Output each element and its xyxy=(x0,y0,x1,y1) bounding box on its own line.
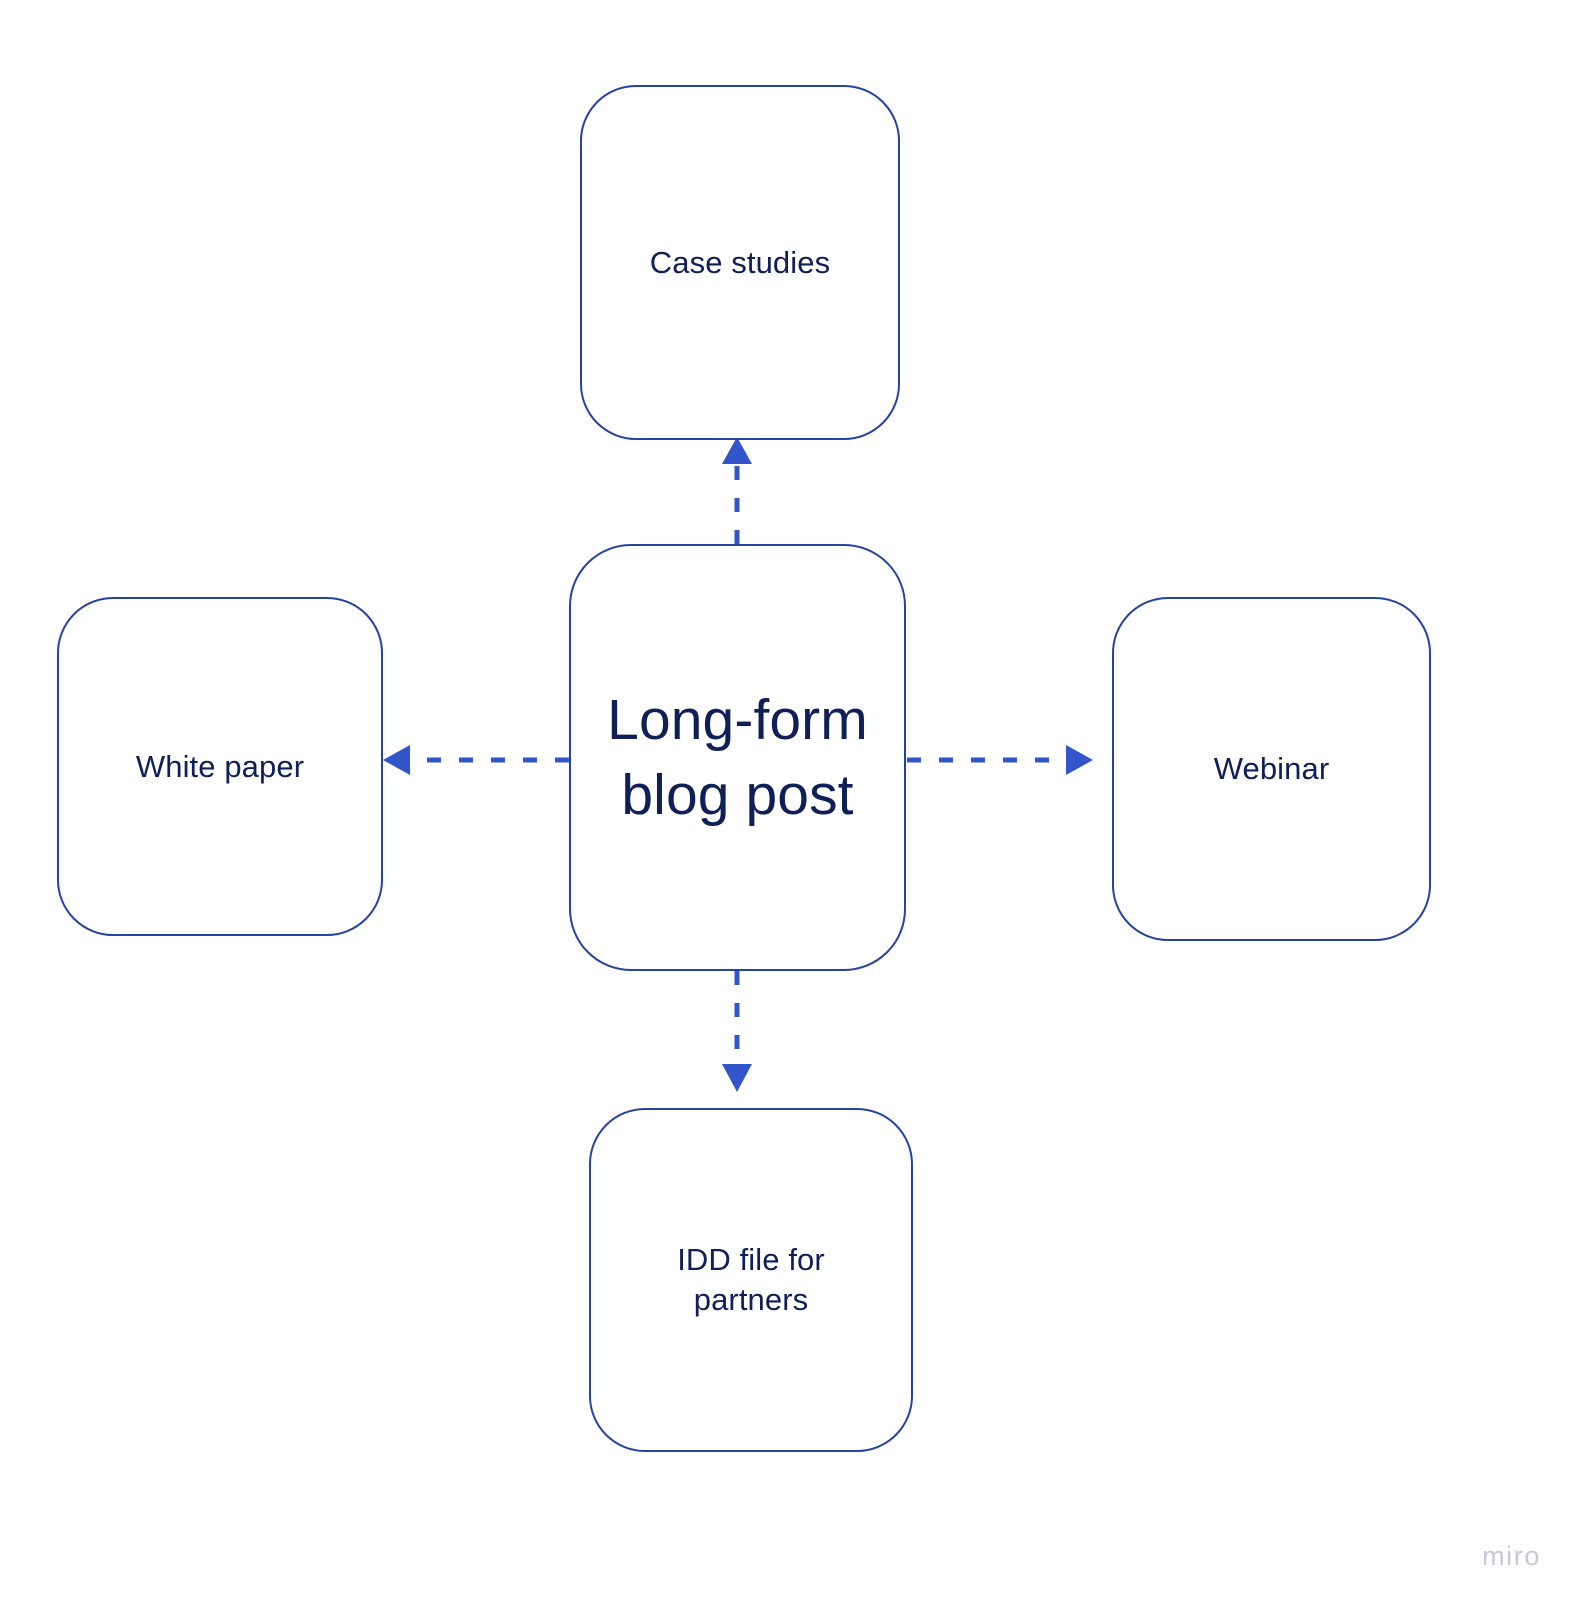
edge-hub-to-case-studies xyxy=(722,437,752,544)
node-long-form-blog-post-label: Long-form blog post xyxy=(607,688,868,827)
node-case-studies-label: Case studies xyxy=(649,244,831,280)
miro-watermark: miro xyxy=(1482,1541,1541,1571)
node-white-paper[interactable]: White paper xyxy=(57,597,383,936)
edge-hub-to-webinar xyxy=(907,745,1093,775)
node-webinar-label: Webinar xyxy=(1213,751,1330,787)
node-white-paper-label: White paper xyxy=(135,748,305,784)
node-idd-file-for-partners-label: IDD file for partners xyxy=(677,1242,825,1317)
edge-hub-to-idd-file xyxy=(722,971,752,1092)
edge-hub-to-white-paper xyxy=(383,745,569,775)
node-idd-file-for-partners[interactable]: IDD file for partners xyxy=(589,1108,913,1452)
node-case-studies[interactable]: Case studies xyxy=(580,85,900,440)
node-long-form-blog-post[interactable]: Long-form blog post xyxy=(569,544,906,971)
node-webinar[interactable]: Webinar xyxy=(1112,597,1431,941)
